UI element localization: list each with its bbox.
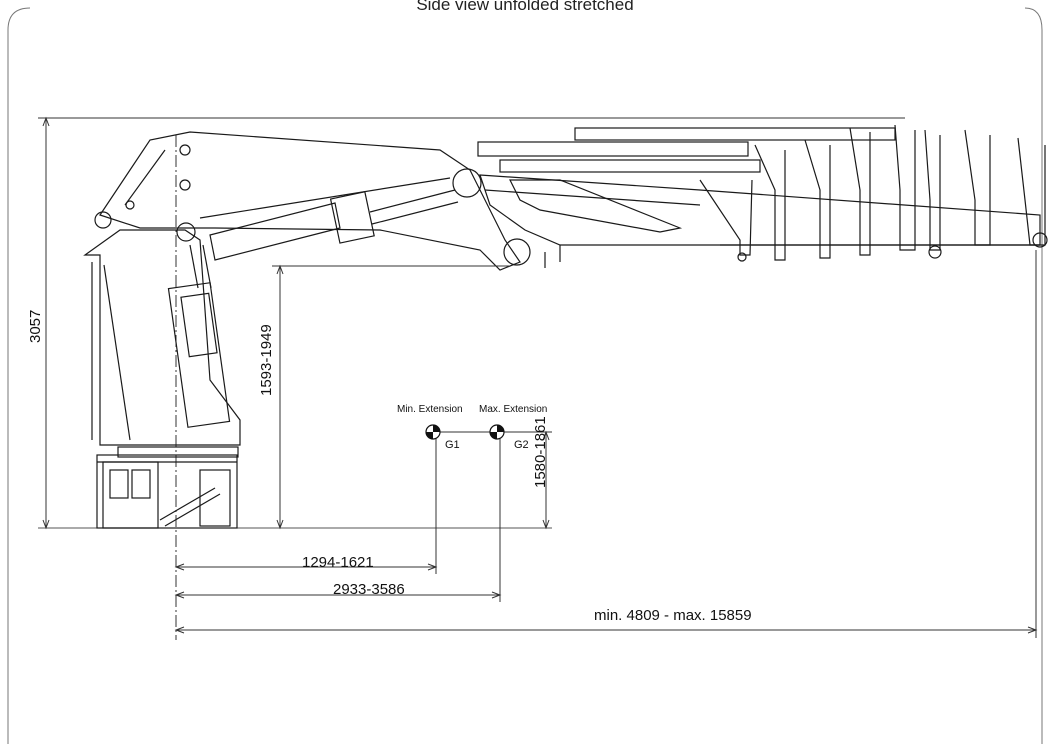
outer-boom [477, 127, 1041, 246]
inner-boom [94, 131, 531, 271]
drawing-frame [7, 7, 1043, 744]
cog-marker-g1 [425, 424, 441, 440]
drawing-title: Side view unfolded stretched [416, 0, 634, 14]
cog-marker-g2 [489, 424, 505, 440]
cog1-distance-label: 1294-1621 [302, 554, 374, 571]
dimension-lines [38, 116, 1038, 638]
overall-height-label: 3057 [27, 309, 44, 343]
pivot-height-label: 1593-1949 [258, 324, 275, 396]
cog1-caption: Min. Extension [397, 404, 463, 415]
cog1-tag: G1 [445, 439, 460, 451]
extension-plates [544, 124, 1048, 268]
boom-cylinder [209, 189, 459, 261]
cog2-distance-label: 2933-3586 [333, 581, 405, 598]
crane-column [83, 229, 241, 446]
cog-height-label: 1580-1861 [532, 416, 549, 488]
crane-base [96, 446, 239, 529]
cog2-tag: G2 [514, 439, 529, 451]
outreach-label: min. 4809 - max. 15859 [594, 607, 752, 624]
cog2-caption: Max. Extension [479, 404, 548, 415]
